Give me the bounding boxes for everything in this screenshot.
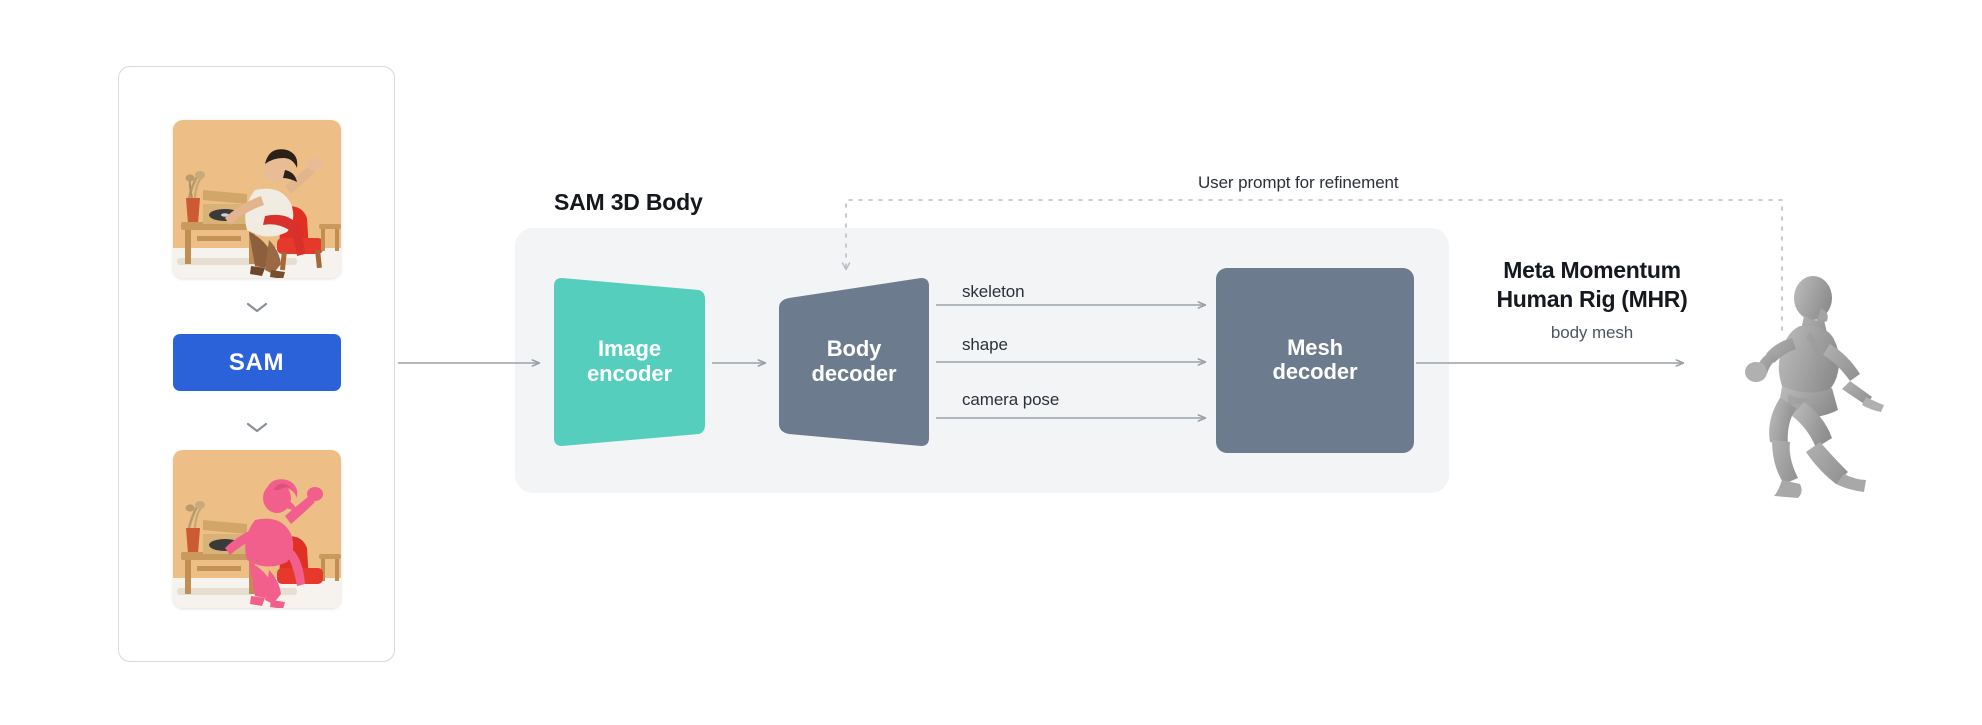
output-subtitle: body mesh (1550, 323, 1634, 342)
flow-label-skeleton: skeleton (962, 282, 1025, 301)
chevron-down-icon (244, 419, 270, 435)
segmented-photo-illustration (172, 450, 341, 608)
original-photo-thumbnail[interactable] (172, 120, 341, 278)
feedback-label-user-prompt: User prompt for refinement (1198, 173, 1399, 192)
output-title-line2: Human Rig (MHR) (1496, 285, 1688, 312)
segmented-photo-thumbnail[interactable] (172, 450, 341, 608)
original-photo-illustration (172, 120, 341, 278)
body-mesh-figure (1726, 268, 1946, 508)
output-title: Meta Momentum Human Rig (MHR) (1478, 256, 1706, 313)
flow-label-shape: shape (962, 335, 1008, 354)
image-encoder-shape (554, 278, 705, 446)
block-image-encoder[interactable]: Image encoder (552, 274, 707, 450)
body-decoder-shape (779, 278, 929, 446)
block-body-decoder[interactable]: Body decoder (775, 272, 933, 452)
human-body-mesh-illustration (1745, 276, 1884, 498)
mesh-decoder-label-line1: Mesh (1287, 334, 1343, 360)
mesh-decoder-label-line2: decoder (1272, 359, 1358, 385)
output-title-line1: Meta Momentum (1503, 257, 1681, 283)
input-panel: SAM (118, 66, 395, 662)
sam-button[interactable]: SAM (172, 334, 341, 391)
flow-label-camera-pose: camera pose (962, 390, 1060, 409)
block-mesh-decoder[interactable]: Mesh decoder (1216, 268, 1414, 453)
mesh-decoder-label: Mesh decoder (1216, 334, 1414, 386)
page-title: SAM 3D Body (554, 189, 703, 215)
chevron-down-icon (244, 299, 270, 315)
